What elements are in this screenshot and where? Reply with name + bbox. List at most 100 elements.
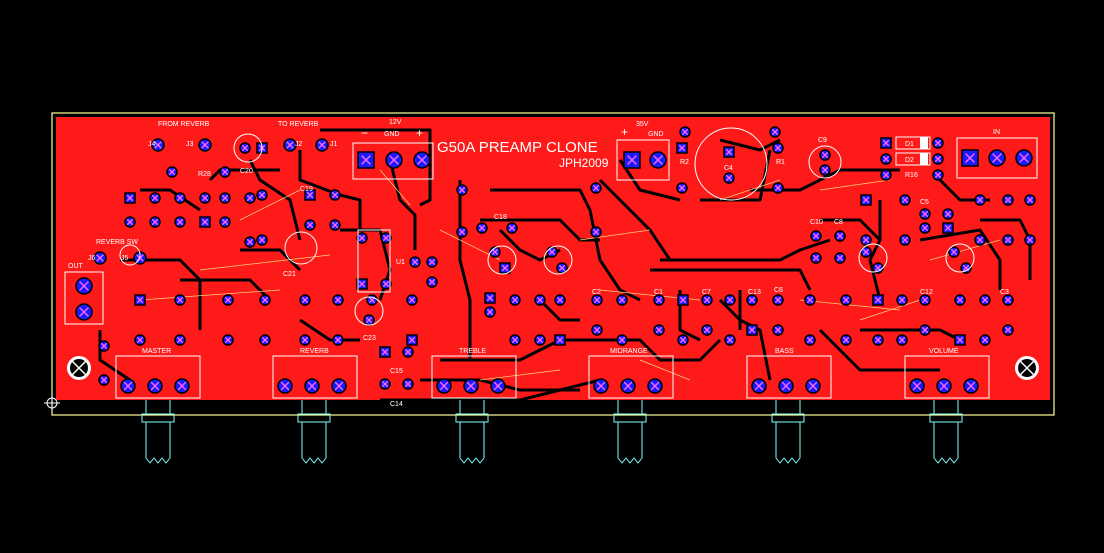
ref-c2: C2 xyxy=(592,289,601,296)
pad xyxy=(1002,234,1014,246)
copper-pour xyxy=(56,117,1050,400)
pad xyxy=(778,378,794,394)
pad xyxy=(554,334,566,346)
pad xyxy=(379,346,391,358)
diode-d2-band xyxy=(920,153,928,165)
pad xyxy=(860,234,872,246)
pad xyxy=(616,294,628,306)
pad xyxy=(834,230,846,242)
diode-d1-band xyxy=(920,137,928,149)
pad xyxy=(840,294,852,306)
pad xyxy=(880,137,892,149)
ref-r1: R1 xyxy=(776,159,785,166)
pad xyxy=(804,334,816,346)
pad xyxy=(149,216,161,228)
pad xyxy=(942,208,954,220)
pad xyxy=(860,194,872,206)
pad xyxy=(954,294,966,306)
label-reverb-sw: REVERB SW xyxy=(96,239,138,246)
pad xyxy=(124,216,136,228)
pad xyxy=(810,230,822,242)
ref-j2: J2 xyxy=(295,141,303,148)
pad xyxy=(834,252,846,264)
pad xyxy=(259,294,271,306)
pad xyxy=(299,294,311,306)
board-outline xyxy=(51,112,1055,416)
pad xyxy=(872,334,884,346)
pot-label-bass: BASS xyxy=(775,348,794,355)
pad xyxy=(724,294,736,306)
board-title: G50A PREAMP CLONE xyxy=(437,139,598,156)
connector-out-outline xyxy=(64,271,104,325)
origin-crosshair-icon xyxy=(44,395,60,411)
pad xyxy=(304,378,320,394)
pad xyxy=(366,294,378,306)
pad xyxy=(357,151,375,169)
pad xyxy=(509,294,521,306)
connector-35v-outline xyxy=(616,139,670,181)
pad xyxy=(75,277,93,295)
diode-d2-outline xyxy=(895,152,931,166)
pad xyxy=(616,334,628,346)
ref-u1: U1 xyxy=(396,259,405,266)
ic-u1-outline xyxy=(357,229,391,293)
pad xyxy=(954,334,966,346)
label-12v: 12V xyxy=(389,119,402,126)
pad xyxy=(219,166,231,178)
ref-j5: J5 xyxy=(121,255,129,262)
pad xyxy=(174,294,186,306)
pad xyxy=(534,294,546,306)
pad xyxy=(509,334,521,346)
pad xyxy=(332,294,344,306)
pad xyxy=(198,138,212,152)
pad xyxy=(723,172,735,184)
ref-c21: C21 xyxy=(283,271,296,278)
pad xyxy=(942,222,954,234)
ref-c1: C1 xyxy=(654,289,663,296)
mounting-hole-left-icon xyxy=(67,356,91,380)
pad xyxy=(919,222,931,234)
pot-shafts xyxy=(141,400,963,464)
pad xyxy=(819,164,831,176)
ref-r2: R2 xyxy=(680,159,689,166)
pot-shaft-icon xyxy=(613,400,647,464)
pad xyxy=(1024,234,1036,246)
pad xyxy=(979,294,991,306)
pad xyxy=(677,334,689,346)
diode-d1-outline xyxy=(895,136,931,150)
label-gnd-35: GND xyxy=(648,131,664,138)
pot-shaft-icon xyxy=(929,400,963,464)
pad xyxy=(166,166,178,178)
pad xyxy=(701,324,713,336)
pad xyxy=(277,378,293,394)
pad xyxy=(1024,194,1036,206)
pad xyxy=(151,138,165,152)
pad xyxy=(988,149,1006,167)
pad xyxy=(413,151,431,169)
pot-shaft-icon xyxy=(455,400,489,464)
pad xyxy=(772,294,784,306)
label-gnd-12: GND xyxy=(384,131,400,138)
pad xyxy=(174,334,186,346)
pad xyxy=(932,137,944,149)
pad xyxy=(819,149,831,161)
pad xyxy=(677,294,689,306)
pad xyxy=(120,378,136,394)
pot-label-master: MASTER xyxy=(142,348,171,355)
pad xyxy=(219,192,231,204)
pad xyxy=(98,340,110,352)
component-circles xyxy=(119,127,975,326)
pad xyxy=(174,192,186,204)
pad xyxy=(554,294,566,306)
pad xyxy=(244,236,256,248)
ref-c14: C14 xyxy=(390,401,403,408)
pad xyxy=(590,226,602,238)
pad xyxy=(244,192,256,204)
pad xyxy=(919,324,931,336)
pad xyxy=(591,294,603,306)
pad xyxy=(676,142,688,154)
pad xyxy=(134,334,146,346)
connector-12v-outline xyxy=(352,142,434,180)
pot-shaft-icon xyxy=(141,400,175,464)
pad xyxy=(490,378,506,394)
